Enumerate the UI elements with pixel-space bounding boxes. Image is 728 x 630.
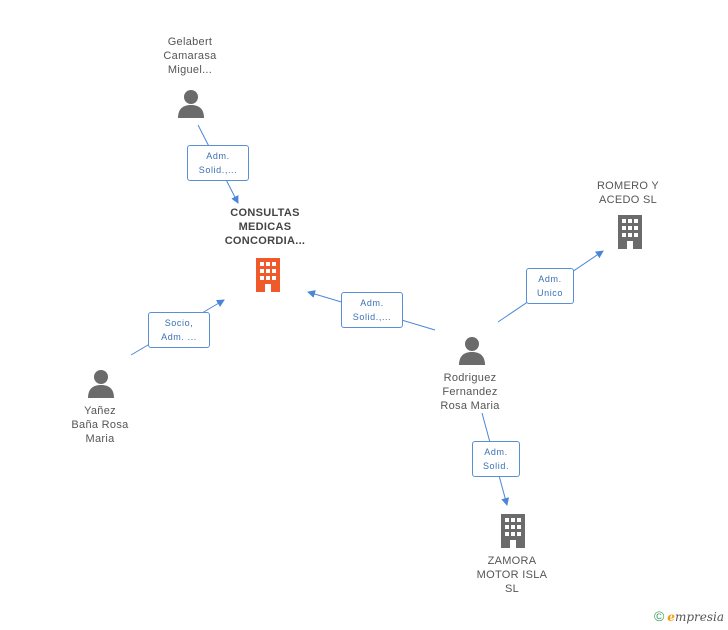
node-label-romero[interactable]: ROMERO Y ACEDO SL (596, 180, 660, 206)
footer-brand: ©empresia (654, 608, 724, 624)
building-icon-main[interactable] (252, 256, 284, 292)
edge-label-rodriguez-zamora[interactable]: Adm. Solid. (472, 441, 520, 477)
brand-logo: empresia (667, 610, 724, 624)
node-label-rodriguez[interactable]: Rodriguez Fernandez Rosa Maria (440, 372, 500, 412)
node-label-consultas[interactable]: CONSULTAS MEDICAS CONCORDIA... (224, 207, 306, 247)
copyright-icon: © (653, 608, 665, 624)
edge-label-gelabert-consultas[interactable]: Adm. Solid.,... (187, 145, 249, 181)
edge-label-yanez-consultas[interactable]: Socio, Adm. ... (148, 312, 210, 348)
person-icon[interactable] (457, 335, 487, 365)
node-label-gelabert[interactable]: Gelabert Camarasa Miguel... (163, 36, 217, 76)
person-icon[interactable] (176, 88, 206, 118)
building-icon[interactable] (614, 213, 646, 249)
person-icon[interactable] (86, 368, 116, 398)
edge-label-rodriguez-romero[interactable]: Adm. Unico (526, 268, 574, 304)
building-icon[interactable] (497, 512, 529, 548)
edge-label-rodriguez-consultas[interactable]: Adm. Solid.,... (341, 292, 403, 328)
node-label-yanez[interactable]: Yañez Baña Rosa Maria (71, 405, 129, 445)
node-label-zamora[interactable]: ZAMORA MOTOR ISLA SL (476, 555, 548, 595)
